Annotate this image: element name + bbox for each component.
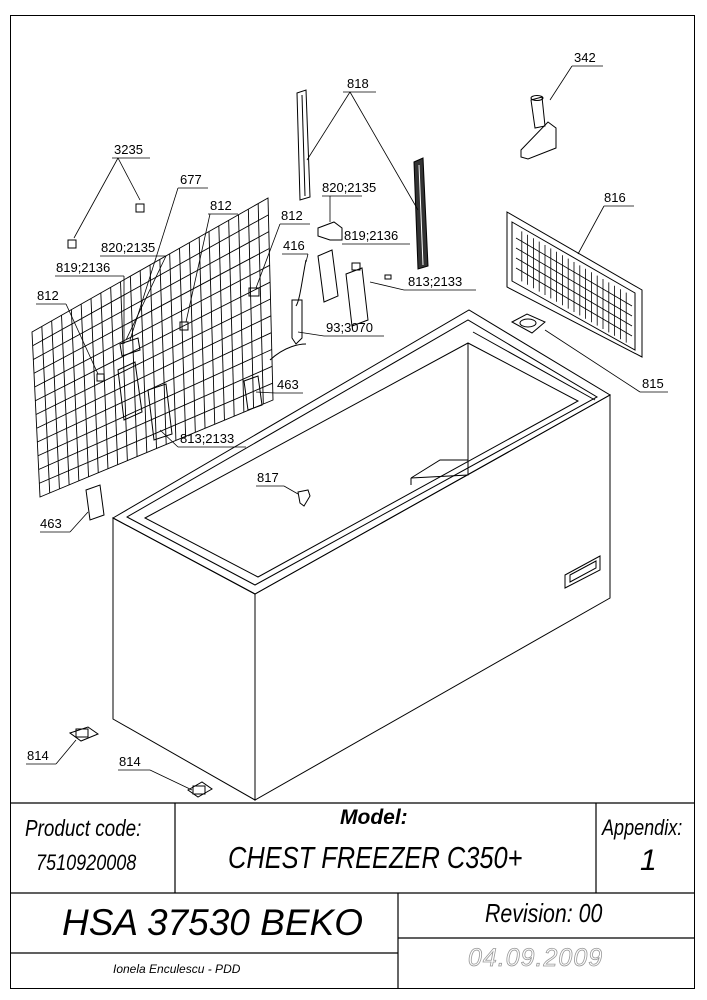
handle-342 [520, 95, 557, 160]
condenser-tube [35, 281, 271, 402]
revision-label: Revision: 00 [485, 898, 603, 928]
callout-677: 677 [180, 172, 202, 187]
product-code-label: Product code: [25, 815, 142, 841]
callout-815: 815 [642, 376, 664, 391]
grille-bar [515, 267, 633, 337]
callout-812-a: 812 [210, 198, 232, 213]
revision-date: 04.09.2009 [468, 944, 604, 973]
condenser-tube [34, 264, 270, 388]
grille-bar [515, 257, 633, 327]
grille-bar [515, 247, 633, 317]
leader-lines [26, 65, 668, 791]
condenser-grid [31, 197, 274, 498]
callout-3235: 3235 [114, 142, 143, 157]
callout-814-a: 814 [27, 748, 49, 763]
appendix-number: 1 [640, 844, 657, 877]
callout-814-b: 814 [119, 754, 141, 769]
callout-463-b: 463 [40, 516, 62, 531]
model-name: CHEST FREEZER C350+ [228, 840, 523, 875]
callout-342: 342 [574, 50, 596, 65]
condenser-tube [36, 315, 272, 429]
hinge-bracket-parts [85, 221, 369, 521]
condenser-tube [37, 349, 272, 457]
condenser-tube [38, 365, 273, 470]
callout-817: 817 [257, 470, 279, 485]
part-3235 [67, 203, 145, 249]
freezer-cabinet [111, 309, 611, 801]
callout-416: 416 [283, 238, 305, 253]
document-code: HSA 37530 BEKO [62, 902, 363, 943]
rear-cover-816 [506, 211, 643, 358]
callout-819-2136-b: 819;2136 [56, 260, 110, 275]
drawing-frame [10, 15, 695, 989]
callout-816: 816 [604, 190, 626, 205]
author-name: Ionela Enculescu - PDD [113, 962, 241, 976]
product-code-value: 7510920008 [36, 850, 137, 875]
callout-463-a: 463 [277, 377, 299, 392]
condenser-tube [37, 332, 272, 443]
screw-parts [96, 262, 392, 507]
callout-813-2133-a: 813;2133 [408, 274, 462, 289]
condenser-tube [32, 214, 269, 347]
callout-93-3070: 93;3070 [326, 320, 373, 335]
callout-812-c: 812 [37, 288, 59, 303]
hinge-bar-right-818 [413, 157, 429, 270]
hinge-bar-left-818 [296, 89, 311, 201]
condenser-tube [39, 382, 273, 484]
callout-labels: 818 342 3235 677 820;2135 812 812 816 41… [27, 50, 664, 769]
callout-813-2133-b: 813;2133 [180, 431, 234, 446]
callout-820-2135-b: 820;2135 [101, 240, 155, 255]
pipe-416 [269, 259, 307, 361]
condenser-tube [33, 231, 270, 360]
callout-820-2135-a: 820;2135 [322, 180, 376, 195]
condenser-tube [35, 298, 271, 415]
grille-bar [515, 237, 633, 307]
condenser-tube [33, 248, 270, 374]
feet-814 [68, 726, 213, 798]
callout-818: 818 [347, 76, 369, 91]
model-label: Model: [340, 806, 408, 829]
title-block-frame [10, 802, 695, 989]
callout-812-b: 812 [281, 208, 303, 223]
part-815 [510, 313, 546, 334]
appendix-label: Appendix: [602, 815, 683, 840]
callout-819-2136-a: 819;2136 [344, 228, 398, 243]
